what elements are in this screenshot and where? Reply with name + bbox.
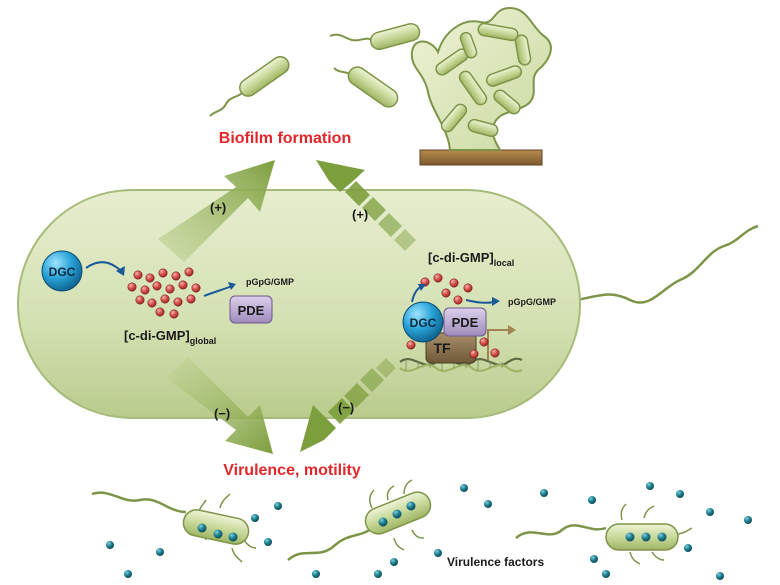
- arrow-local-to-biofilm: [316, 160, 416, 251]
- hydrolysis-arrow-local: [465, 299, 495, 304]
- virulence-factor-dots: [106, 482, 752, 580]
- flagellum-icon: [575, 224, 759, 304]
- pde-local-label: PDE: [452, 315, 479, 330]
- pde-box-icon: PDE: [443, 307, 487, 337]
- biofilm-formation-label: Biofilm formation: [219, 130, 351, 147]
- hydrolysis-arrowhead-local: [492, 297, 500, 306]
- synthesis-arrowhead-local: [418, 284, 426, 291]
- cdg-global-sub: global: [190, 336, 217, 346]
- minus-sign-global: (−): [214, 406, 230, 421]
- cdg-global-label: [c-di-GMP]global: [124, 328, 216, 346]
- pde-box-icon: PDE: [229, 295, 273, 324]
- bacterium-icon: [91, 491, 257, 563]
- cdg-local-main: [c-di-GMP]: [428, 250, 494, 265]
- cdg-pool-global: [127, 267, 201, 319]
- transcription-arrow: [487, 329, 510, 360]
- virulence-motility-label: Virulence, motility: [223, 462, 361, 479]
- cdg-local-sub: local: [494, 258, 515, 268]
- dgc-global-label: DGC: [49, 265, 76, 279]
- hydrolysis-arrowhead-global: [228, 282, 236, 290]
- plus-sign-local: (+): [352, 207, 368, 222]
- biofilm-icon: [410, 6, 552, 166]
- cdg-global-main: [c-di-GMP]: [124, 328, 190, 343]
- cdg-pool-local: [406, 273, 500, 359]
- synthesis-arrowhead-global: [116, 266, 125, 276]
- pde-global-label: PDE: [238, 303, 265, 318]
- dgc-sphere-icon: DGC: [402, 301, 444, 343]
- bacterium-icon: [287, 479, 432, 561]
- minus-sign-local: (−): [338, 400, 354, 415]
- bacterium-icon: [209, 55, 290, 117]
- virulence-factors-label: Virulence factors: [447, 555, 544, 569]
- bacterium-icon: [515, 503, 693, 565]
- tf-label: TF: [433, 340, 451, 356]
- arrow-global-to-virulence: [166, 357, 273, 454]
- bacterium-icon: [329, 22, 421, 51]
- bacterial-cell: [17, 189, 581, 419]
- arrow-global-to-biofilm: [158, 160, 275, 262]
- dgc-local-label: DGC: [410, 316, 437, 330]
- transcription-arrowhead: [508, 325, 516, 335]
- biofilm-cells: [435, 22, 532, 138]
- product-global-label: pGpG/GMP: [246, 277, 294, 287]
- hydrolysis-arrow-global: [203, 285, 233, 297]
- product-local-label: pGpG/GMP: [508, 297, 556, 307]
- plus-sign-global: (+): [210, 200, 226, 215]
- dgc-sphere-icon: DGC: [41, 250, 83, 292]
- bacterium-icon: [333, 66, 399, 108]
- cdg-local-label: [c-di-GMP]local: [428, 250, 514, 268]
- arrow-local-to-virulence: [300, 358, 396, 452]
